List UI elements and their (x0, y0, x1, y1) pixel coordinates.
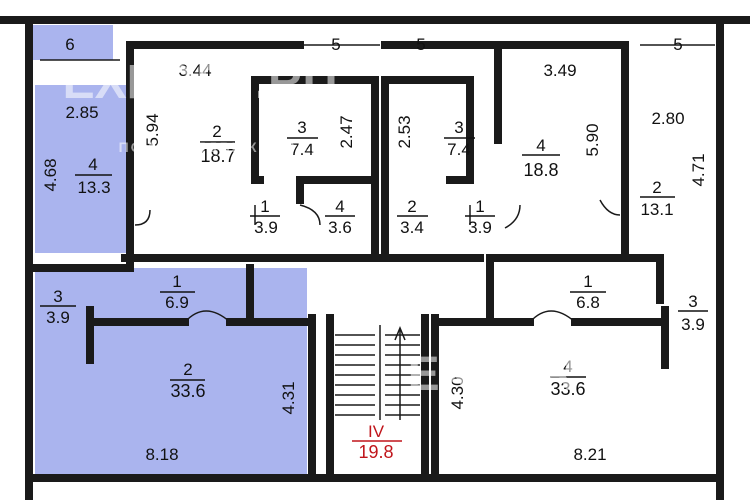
room-area: 6.9 (165, 293, 189, 312)
watermark-top: EXPORT.RU ПОИСК НЕДВИЖИМОСТИ (63, 56, 338, 155)
room-number: 2 (407, 197, 416, 216)
dim-821: 8.21 (573, 445, 606, 464)
dim-468: 4.68 (41, 158, 60, 191)
room-area: 13.3 (77, 178, 110, 197)
room-number: 1 (583, 272, 592, 291)
room-area: 3.9 (468, 218, 492, 237)
dim-349: 3.49 (543, 61, 576, 80)
dim-590: 5.90 (583, 123, 602, 156)
room-number: 1 (475, 197, 484, 216)
dim-247: 2.47 (337, 115, 356, 148)
stairwell-number: IV (368, 422, 385, 441)
room-number: 3 (688, 292, 697, 311)
room-area: 33.6 (550, 379, 585, 399)
stair-treads (335, 325, 420, 420)
dim-818: 8.18 (145, 445, 178, 464)
room-area: 7.4 (290, 140, 314, 159)
room-area: 3.4 (400, 218, 424, 237)
room-number: 4 (536, 136, 545, 155)
dim-280: 2.80 (651, 109, 684, 128)
window-label-3: 5 (416, 35, 425, 54)
room-number: 2 (183, 360, 192, 379)
watermark-bottom: EXPORT.RU ПОИСК НЕДВИЖИМОСТИ (408, 348, 697, 448)
room-number: 1 (172, 272, 181, 291)
room-number: 2 (652, 178, 661, 197)
room-area: 3.9 (254, 218, 278, 237)
room-area: 33.6 (170, 381, 205, 401)
dim-431: 4.31 (279, 381, 298, 414)
room-number: 3 (454, 118, 463, 137)
room-number: 3 (297, 118, 306, 137)
walls (0, 16, 750, 500)
dim-430: 4.30 (448, 376, 467, 409)
watermark-tagline: ПОИСК НЕДВИЖИМОСТИ (119, 139, 332, 155)
dim-285: 2.85 (65, 103, 98, 122)
dim-471: 4.71 (689, 153, 708, 186)
room-area: 3.9 (46, 308, 70, 327)
dim-594: 5.94 (143, 113, 162, 146)
room-area: 13.1 (640, 200, 673, 219)
room-number: 4 (563, 357, 572, 376)
highlighted-apartment[interactable] (33, 25, 307, 478)
window-label-1: 6 (65, 35, 74, 54)
dim-344: 3.44 (178, 61, 211, 80)
watermark-tagline: ПОИСК НЕДВИЖИМОСТИ (484, 432, 697, 448)
room-area: 18.7 (200, 146, 235, 166)
window-label-2: 5 (331, 35, 340, 54)
room-area: 3.6 (328, 218, 352, 237)
room-area: 6.8 (576, 293, 600, 312)
room-area: 18.8 (523, 160, 558, 180)
room-number: 4 (335, 197, 344, 216)
dim-253: 2.53 (395, 115, 414, 148)
room-number: 1 (260, 197, 269, 216)
watermark-brand: EXPORT.RU (408, 348, 683, 401)
stairwell-area: 19.8 (358, 442, 393, 462)
room-area: 7.4 (447, 140, 471, 159)
room-number: 3 (53, 287, 62, 306)
room-number: 4 (88, 155, 97, 174)
watermark-brand: EXPORT.RU (63, 56, 338, 109)
room-number: 2 (212, 122, 221, 141)
window-label-4: 5 (673, 35, 682, 54)
room-area: 3.9 (681, 315, 705, 334)
details (40, 44, 715, 420)
